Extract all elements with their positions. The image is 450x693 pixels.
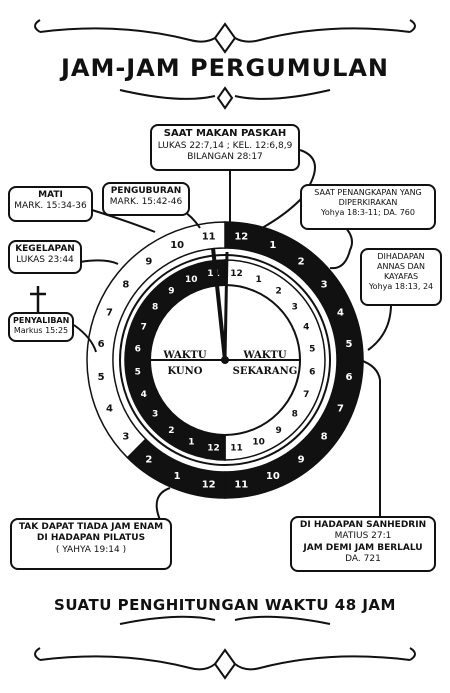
page-title: JAM-JAM PERGUMULAN <box>60 54 390 82</box>
center-label-right-top: WAKTU <box>242 350 286 361</box>
dial-rim <box>119 254 331 466</box>
outer-ring-light-left <box>86 221 226 459</box>
callout-annas: DIHADAPAN ANNAS DAN KAYAFAS Yohya 18:13,… <box>360 248 442 306</box>
callout-penguburan: PENGUBURAN MARK. 15:42-46 <box>102 182 190 216</box>
callout-penyaliban-line1: Markus 15:25 <box>13 326 69 335</box>
callout-annas-line2: KAYAFAS <box>383 272 419 281</box>
callout-paskah: SAAT MAKAN PASKAH LUKAS 22:7,14 ; KEL. 1… <box>150 124 300 171</box>
minute-hand <box>223 251 229 361</box>
center-label-left-top: WAKTU <box>162 350 206 361</box>
outer-ring-number: 7 <box>106 308 113 319</box>
callout-annas-line1: ANNAS DAN <box>376 262 425 271</box>
outer-ring-number: 4 <box>106 403 113 414</box>
outer-ring-number: 5 <box>98 372 105 383</box>
outer-ring-number: 4 <box>337 308 344 319</box>
callout-pilatus-title: TAK DAPAT TIADA JAM ENAM <box>18 522 164 532</box>
inner-ring-number: 5 <box>135 368 141 378</box>
inner-ring-number: 6 <box>309 368 315 378</box>
inner-ring-number: 2 <box>168 426 174 436</box>
callout-pilatus-line2: ( YAHYA 19:14 ) <box>55 544 127 555</box>
callout-mati-title: MATI <box>38 190 63 200</box>
callout-penangkapan-title: SAAT PENANGKAPAN YANG <box>314 188 422 197</box>
outer-ring-number: 8 <box>321 432 328 443</box>
callout-penangkapan: SAAT PENANGKAPAN YANG DIPERKIRAKAN Yohya… <box>300 184 436 230</box>
outer-ring-number: 12 <box>234 232 248 243</box>
outer-ring-number: 9 <box>145 256 152 267</box>
inner-ring-number: 3 <box>292 303 298 313</box>
outer-ring-number: 9 <box>298 455 305 466</box>
outer-ring-number: 6 <box>345 372 352 383</box>
callout-penyaliban: PENYALIBAN Markus 15:25 <box>8 312 74 342</box>
inner-ring-number: 6 <box>135 345 141 355</box>
callout-paskah-line1: LUKAS 22:7,14 ; KEL. 12:6,8,9 <box>157 140 293 151</box>
outer-ring-number: 11 <box>202 232 216 243</box>
inner-ring-number: 2 <box>275 286 281 296</box>
inner-ring-number: 12 <box>230 269 243 279</box>
callout-pilatus-line1: DI HADAPAN PILATUS <box>36 533 146 544</box>
center-label-right-bottom: SEKARANG <box>233 366 298 377</box>
callout-sanhedrin-title: DI HADAPAN SANHEDRIN <box>299 520 427 530</box>
callout-penguburan-title: PENGUBURAN <box>110 186 182 196</box>
callout-sanhedrin-line1: MATIUS 27:1 <box>334 531 392 542</box>
inner-ring-number: 11 <box>207 269 220 279</box>
callout-kegelapan-title: KEGELAPAN <box>15 244 75 254</box>
center-label-left-bottom: KUNO <box>168 366 203 377</box>
outer-ring-dark-right <box>224 221 364 499</box>
outer-ring-number: 2 <box>298 256 305 267</box>
inner-ring-number: 10 <box>185 275 198 285</box>
outer-ring-number: 6 <box>98 339 105 350</box>
inner-ring-number: 3 <box>152 410 158 420</box>
inner-ring-number: 7 <box>303 390 309 400</box>
hand-pivot <box>221 356 229 364</box>
callout-sanhedrin: DI HADAPAN SANHEDRIN MATIUS 27:1 JAM DEM… <box>290 516 436 572</box>
outer-ring-number: 1 <box>269 240 276 251</box>
inner-ring-number: 11 <box>230 443 243 453</box>
outer-ring-number: 7 <box>337 403 344 414</box>
outer-ring-number: 10 <box>266 471 280 482</box>
hour-hand <box>211 247 227 361</box>
inner-ring-number: 8 <box>292 410 298 420</box>
inner-ring-number: 1 <box>188 437 194 447</box>
inner-ring-number: 12 <box>207 443 220 453</box>
callout-mati-line1: MARK. 15:34-36 <box>14 201 87 212</box>
callout-penguburan-line1: MARK. 15:42-46 <box>109 197 183 208</box>
inner-ring-number: 8 <box>152 303 158 313</box>
inner-ring-number: 10 <box>252 437 265 447</box>
outer-ring-number: 5 <box>345 339 352 350</box>
outer-ring-number: 12 <box>202 479 216 490</box>
callout-sanhedrin-line2: JAM DEMI JAM BERLALU <box>303 542 423 553</box>
outer-ring-number: 1 <box>174 471 181 482</box>
callout-penangkapan-line2: Yohya 18:3-11; DA. 760 <box>321 208 415 217</box>
inner-ring-number: 9 <box>168 286 174 296</box>
callout-kegelapan: KEGELAPAN LUKAS 23:44 <box>8 240 82 274</box>
inner-ring-number: 7 <box>141 322 147 332</box>
inner-ring-number: 4 <box>141 390 147 400</box>
outer-ring-number: 3 <box>122 432 129 443</box>
inner-ring-number: 1 <box>256 275 262 285</box>
callout-paskah-line2: BILANGAN 28:17 <box>187 151 263 162</box>
callout-paskah-title: SAAT MAKAN PASKAH <box>163 128 287 139</box>
outer-ring-number: 8 <box>122 279 129 290</box>
inner-ring-number: 4 <box>303 322 309 332</box>
outer-ring-number: 10 <box>170 240 184 251</box>
callout-annas-line3: Yohya 18:13, 24 <box>368 282 434 291</box>
callout-penangkapan-line1: DIPERKIRAKAN <box>338 198 398 207</box>
inner-ring-number: 5 <box>309 345 315 355</box>
inner-ring-number: 9 <box>275 426 281 436</box>
callout-kegelapan-line1: LUKAS 23:44 <box>16 255 74 266</box>
footer-caption: SUATU PENGHITUNGAN WAKTU 48 JAM <box>54 596 396 614</box>
callout-sanhedrin-line3: DA. 721 <box>345 553 381 564</box>
outer-ring-number: 3 <box>321 279 328 290</box>
callout-pilatus: TAK DAPAT TIADA JAM ENAM DI HADAPAN PILA… <box>10 518 172 570</box>
callout-mati: MATI MARK. 15:34-36 <box>8 186 93 222</box>
callout-annas-title: DIHADAPAN <box>377 252 425 261</box>
callout-penyaliban-title: PENYALIBAN <box>13 316 70 325</box>
outer-ring-number: 11 <box>234 479 248 490</box>
outer-ring-number: 2 <box>145 455 152 466</box>
